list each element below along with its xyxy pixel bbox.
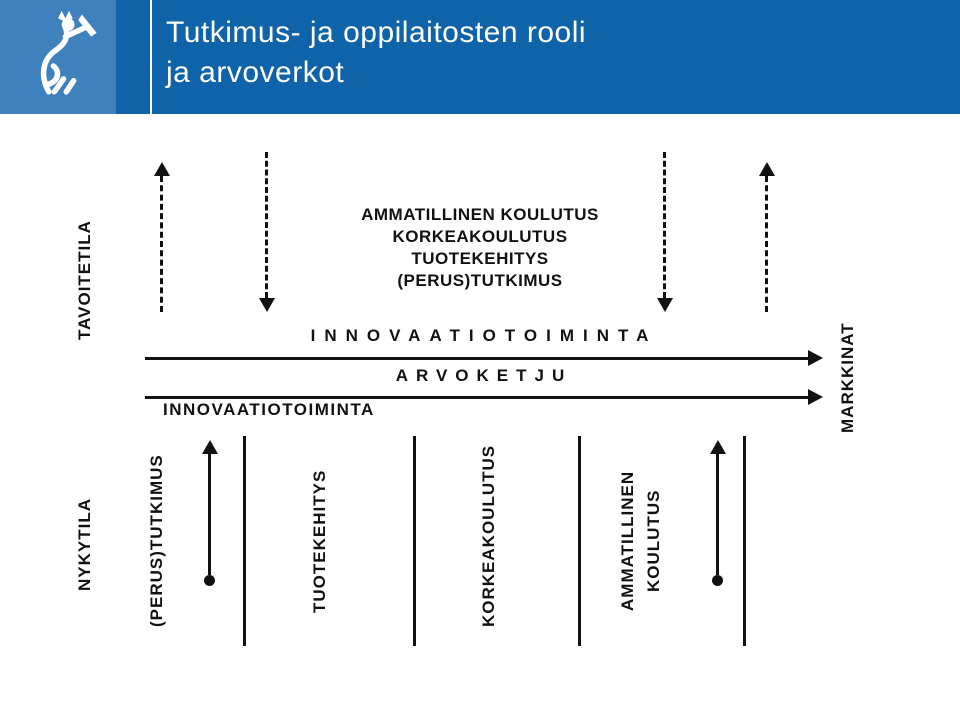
solid-shaft — [716, 454, 719, 575]
nykytila-up-arrow-left — [201, 440, 218, 586]
dashed-shaft — [663, 152, 666, 298]
finnish-heraldic-lion-icon — [12, 9, 104, 106]
innovaatiotoiminta-arrow — [145, 350, 823, 366]
tavoitetila-activity-block: AMMATILLINEN KOULUTUS KORKEAKOULUTUS TUO… — [335, 204, 625, 292]
arrowhead-up — [153, 162, 170, 176]
dashed-down-arrow-left — [258, 152, 275, 312]
column-divider-1 — [243, 436, 246, 646]
column-label-ammatillinen-koulutus: AMMATILLINEN KOULUTUS — [618, 455, 664, 627]
arvoketju-arrow — [145, 389, 823, 405]
column-label-korkeakoulutus: KORKEAKOULUTUS — [479, 444, 498, 627]
column-divider-4 — [743, 436, 746, 646]
column-label-tuotekehitys: TUOTEKEHITYS — [310, 469, 329, 613]
anchor-dot — [712, 575, 723, 586]
arrow-line — [145, 395, 808, 399]
column-divider-3 — [578, 436, 581, 646]
solid-shaft — [208, 454, 211, 575]
dashed-up-arrow-left — [153, 162, 170, 312]
nykytila-innovaatiotoiminta-label: INNOVAATIOTOIMINTA — [163, 400, 375, 419]
tavoitetila-axis-label: TAVOITETILA — [75, 220, 94, 340]
arrowhead-right — [808, 389, 823, 405]
column-label-line: AMMATILLINEN — [618, 470, 637, 612]
arrowhead-up — [758, 162, 775, 176]
header-divider — [150, 0, 152, 114]
arrow-line — [145, 356, 808, 360]
column-divider-2 — [413, 436, 416, 646]
arrowhead-up — [201, 440, 218, 454]
slide-title-line1: Tutkimus- ja oppilaitosten rooli — [166, 16, 587, 49]
activity-line: KORKEAKOULUTUS — [392, 227, 568, 246]
activity-line: (PERUS)TUTKIMUS — [397, 271, 563, 290]
dashed-shaft — [765, 176, 768, 312]
innovaatiotoiminta-arrow-label: INNOVAATIOTOIMINTA — [310, 326, 658, 345]
arrowhead-down — [656, 298, 673, 312]
slide-title-line2: ja arvoverkot — [166, 56, 345, 89]
activity-line: AMMATILLINEN KOULUTUS — [361, 205, 599, 224]
nykytila-up-arrow-right — [709, 440, 726, 586]
activity-line: TUOTEKEHITYS — [411, 249, 549, 268]
column-label-line: KOULUTUS — [644, 489, 663, 593]
logo-tile — [0, 0, 116, 114]
dashed-shaft — [160, 176, 163, 312]
anchor-dot — [204, 575, 215, 586]
markkinat-axis-label: MARKKINAT — [838, 322, 857, 434]
dashed-shaft — [265, 152, 268, 298]
dashed-down-arrow-right — [656, 152, 673, 312]
arvoketju-arrow-label: ARVOKETJU — [395, 366, 573, 385]
dashed-up-arrow-right — [758, 162, 775, 312]
slide-header: Tutkimus- ja oppilaitosten rooli ja arvo… — [0, 0, 960, 114]
arrowhead-up — [709, 440, 726, 454]
slide-title: Tutkimus- ja oppilaitosten rooli ja arvo… — [166, 13, 586, 93]
arrowhead-right — [808, 350, 823, 366]
nykytila-axis-label: NYKYTILA — [75, 498, 94, 592]
arrowhead-down — [258, 298, 275, 312]
column-label-perustutkimus: (PERUS)TUTKIMUS — [147, 454, 166, 627]
